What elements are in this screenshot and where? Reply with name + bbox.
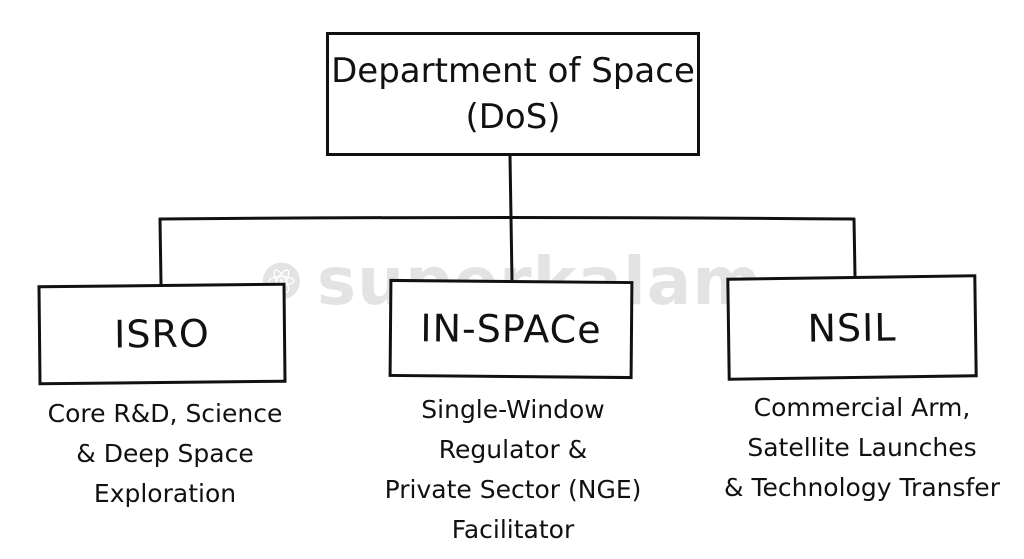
isro-description-line: & Deep Space: [76, 439, 254, 468]
isro-label: ISRO: [113, 311, 211, 357]
inspace-box: IN-SPACe: [388, 278, 634, 380]
inspace-description-line: Regulator &: [438, 435, 588, 464]
inspace-label: IN-SPACe: [420, 306, 602, 352]
inspace-description-line: Private Sector (NGE): [384, 475, 642, 504]
nsil-connector-line: [852, 217, 857, 278]
nsil-box: NSIL: [726, 274, 978, 381]
horizontal-branch-line: [158, 216, 856, 221]
nsil-description: Commercial Arm, Satellite Launches & Tec…: [712, 388, 1012, 508]
inspace-description: Single-Window Regulator & Private Sector…: [368, 390, 658, 550]
inspace-connector-line: [509, 216, 514, 282]
dos-root-box: Department of Space (DoS): [326, 32, 700, 156]
isro-description-line: Core R&D, Science: [47, 399, 283, 428]
nsil-label: NSIL: [807, 304, 897, 351]
isro-description: Core R&D, Science & Deep Space Explorati…: [25, 394, 305, 514]
inspace-description-line: Facilitator: [451, 515, 575, 544]
isro-description-line: Exploration: [93, 479, 237, 508]
isro-connector-line: [158, 217, 163, 286]
nsil-description-line: Satellite Launches: [747, 433, 977, 462]
root-abbreviation: (DoS): [465, 97, 561, 137]
nsil-description-line: Commercial Arm,: [753, 393, 971, 422]
isro-box: ISRO: [37, 282, 287, 386]
inspace-description-line: Single-Window: [421, 395, 605, 424]
root-stem-line: [508, 154, 513, 220]
nsil-description-line: & Technology Transfer: [724, 473, 1000, 502]
root-title: Department of Space: [331, 51, 695, 91]
